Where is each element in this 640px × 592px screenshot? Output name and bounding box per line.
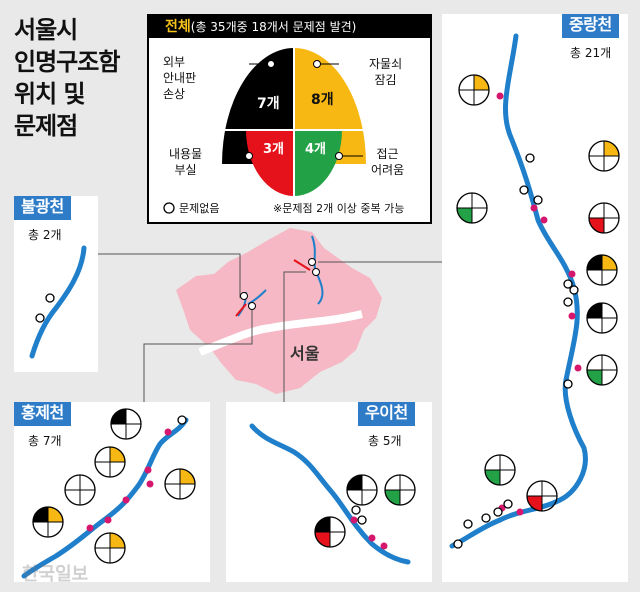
seoul-label: 서울 xyxy=(290,344,320,363)
han-river xyxy=(198,310,363,356)
count-locked: 8개 xyxy=(311,92,334,108)
page-title: 서울시 인명구조함 위치 및 문제점 xyxy=(14,16,120,140)
panel-hongje xyxy=(14,402,210,582)
panel-jungnang xyxy=(442,14,628,582)
label-hongje: 홍제천 xyxy=(14,402,71,426)
label-jungnang: 중랑천 xyxy=(562,14,619,38)
seoul-outline xyxy=(176,228,382,394)
count-hongje: 총 7개 xyxy=(28,434,62,448)
count-access: 4개 xyxy=(305,142,327,157)
panel-bulgwang xyxy=(14,196,98,372)
count-ui: 총 5개 xyxy=(368,434,402,448)
label-ui: 우이천 xyxy=(358,402,415,426)
count-jungnang: 총 21개 xyxy=(570,46,612,60)
summary-header: 전체(총 35개중 18개서 문제점 발견) xyxy=(149,16,430,38)
label-locked: 자물쇠 잠김 xyxy=(369,57,403,87)
panel-ui xyxy=(226,402,432,582)
summary-pie xyxy=(163,46,369,214)
pie-access xyxy=(294,130,342,196)
summary-box: 전체(총 35개중 18개서 문제점 발견) 7개 xyxy=(147,14,432,224)
label-access: 접근 어려움 xyxy=(371,147,405,177)
connector-lines xyxy=(98,253,442,402)
legend-no-problem: 문제없음 xyxy=(179,202,220,215)
count-external: 7개 xyxy=(257,96,280,112)
legend-note: ※문제점 2개 이상 중복 가능 xyxy=(273,202,405,215)
count-contents: 3개 xyxy=(263,142,285,157)
label-bulgwang: 불광천 xyxy=(14,196,71,220)
count-bulgwang: 총 2개 xyxy=(28,228,62,242)
label-contents: 내용물 부실 xyxy=(169,147,203,177)
label-external: 외부 안내판 손상 xyxy=(163,55,197,101)
bulgwang-river xyxy=(29,245,87,359)
pie-contents xyxy=(246,130,294,196)
watermark: 한국일보 xyxy=(22,564,89,585)
